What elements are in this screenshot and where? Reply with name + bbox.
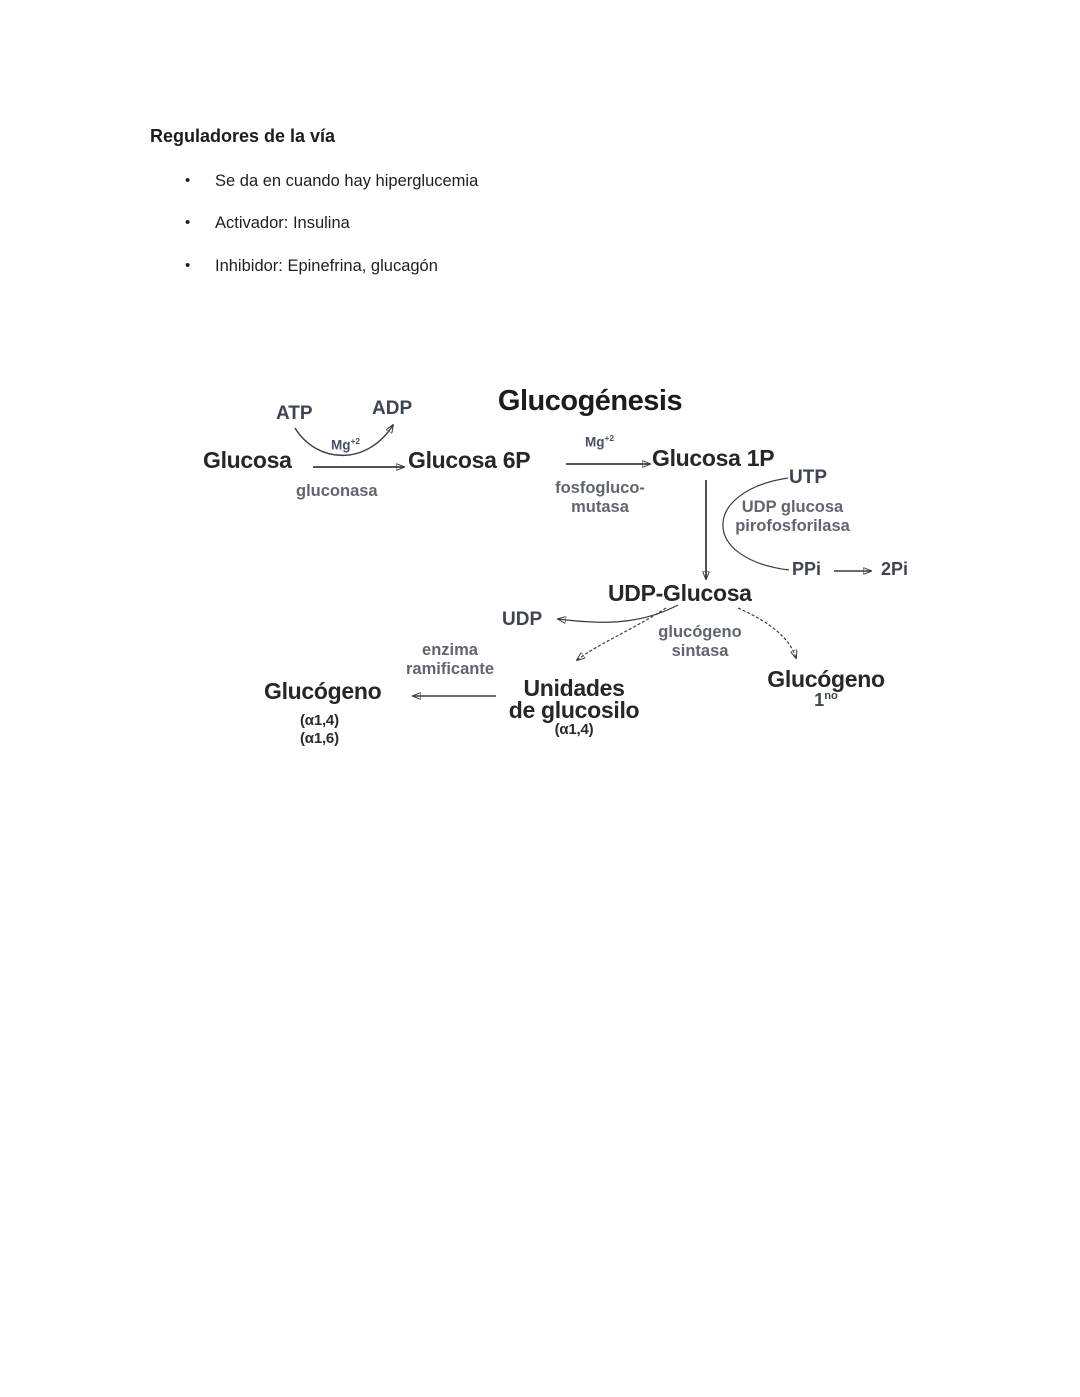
mg-charge: +2 [350,436,361,446]
node-udp-glucosa: UDP-Glucosa [608,580,752,606]
enzyme-line: fosfogluco- [555,479,645,497]
enzyme-gluconasa: gluconasa [296,482,378,500]
enzyme-glucogeno-sintasa: glucógeno sintasa [640,623,760,661]
bullet-item: • Se da en cuando hay hiperglucemia [185,171,478,191]
label-2pi: 2Pi [881,559,909,579]
mg-symbol: Mg [331,437,351,453]
curve-utp-to-ppi [722,477,790,571]
enzyme-fosfoglucomutasa: fosfogluco- mutasa [545,479,655,517]
node-glucosa: Glucosa [203,447,292,473]
arrow-to-unidades [577,607,667,660]
primer-index: 1no [758,690,894,711]
curve-to-glucogeno-primer [737,607,796,658]
label-udp: UDP [502,609,543,630]
bullet-text: Inhibidor: Epinefrina, glucagón [215,257,438,275]
arrow-to-udp [558,604,679,622]
node-glucosa-1p: Glucosa 1P [652,445,775,471]
primer-superscript: no [824,690,838,702]
diagram-title: Glucogénesis [497,385,683,417]
enzyme-line: glucógeno [658,623,742,641]
primer-number: 1 [814,690,825,710]
node-line: Unidades [523,675,625,701]
node-unidades-glucosilo: Unidades de glucosilo (α1,4) [498,677,650,739]
label-mg-cofactor: Mg+2 [585,433,614,450]
section-heading: Reguladores de la vía [150,126,336,146]
bullet-text: Activador: Insulina [215,214,350,232]
enzyme-line: ramificante [405,660,495,678]
label-adp: ADP [372,398,413,419]
node-glucogeno-product: Glucógeno [264,678,382,704]
diagram-arrows [294,383,940,768]
label-ppi: PPi [792,559,822,579]
node-glucosa-6p: Glucosa 6P [408,447,531,473]
label-mg-cofactor: Mg+2 [331,436,360,453]
node-glucogeno-primer: Glucógeno 1no [758,668,894,711]
enzyme-ramificante: enzima ramificante [390,641,510,679]
enzyme-line: pirofosforilasa [735,517,850,535]
node-line: Glucógeno [767,666,885,692]
node-line: de glucosilo [508,697,640,723]
enzyme-line: sintasa [671,642,729,660]
mg-charge: +2 [604,433,615,443]
bullet-marker: • [185,257,191,274]
label-alpha14: (α1,4) [300,712,339,729]
enzyme-line: enzima [422,641,478,659]
enzyme-line: UDP glucosa [741,498,844,516]
glucogenesis-diagram: Glucogénesis ATP ADP Mg+2 Mg+2 Glucosa g… [200,383,940,768]
label-alpha14: (α1,4) [554,721,594,738]
bullet-marker: • [185,214,191,231]
label-utp: UTP [789,467,827,488]
mg-symbol: Mg [585,434,605,450]
curve-atp-to-adp [294,425,393,457]
label-alpha16: (α1,6) [300,730,339,747]
bullet-item: • Activador: Insulina [185,213,350,233]
enzyme-udp-glucosa-pirofosforilasa: UDP glucosa pirofosforilasa [710,498,875,536]
bullet-item: • Inhibidor: Epinefrina, glucagón [185,256,438,276]
enzyme-line: mutasa [571,498,629,516]
bullet-text: Se da en cuando hay hiperglucemia [215,172,479,190]
bullet-marker: • [185,172,191,189]
label-atp: ATP [276,403,313,424]
